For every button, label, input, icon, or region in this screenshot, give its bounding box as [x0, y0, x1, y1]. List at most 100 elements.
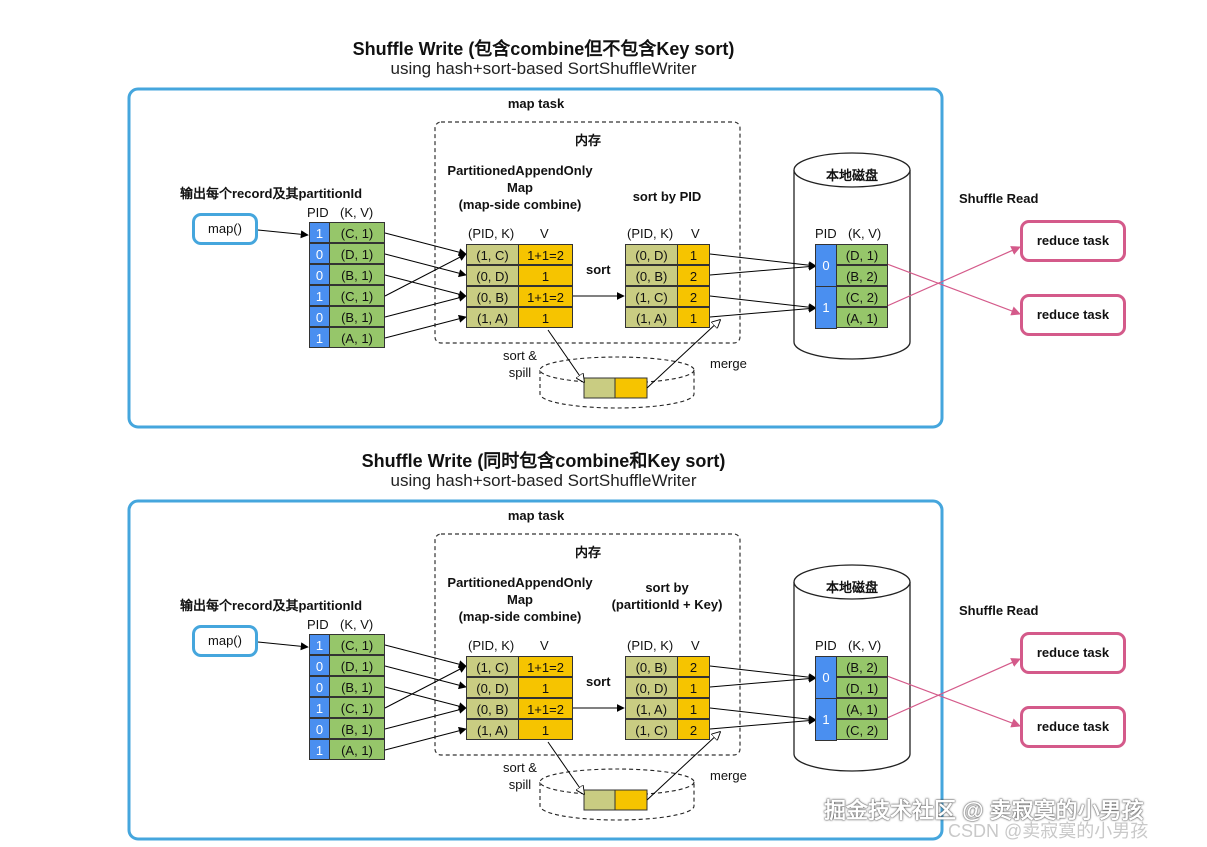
disk-partition-id: 0 — [815, 656, 837, 699]
map-struct-key: (1, A) — [466, 307, 519, 328]
panel-title: Shuffle Write (同时包含combine和Key sort) — [361, 451, 726, 471]
spill-label: spill — [508, 777, 532, 792]
map-task-label: map task — [507, 96, 565, 111]
map-struct-value: 1 — [518, 307, 573, 328]
map-struct-key: (0, B) — [466, 698, 519, 719]
map-struct-value: 1+1=2 — [518, 698, 573, 719]
input-record-pid: 0 — [309, 264, 330, 285]
arrow-partition1-to-reduce — [886, 658, 1021, 719]
sorted-header-value: V — [691, 226, 700, 241]
output-label: 输出每个record及其partitionId — [180, 186, 363, 201]
arrow-record-to-map — [384, 726, 467, 751]
map-struct-label: PartitionedAppendOnly — [447, 163, 593, 178]
memory-label: 内存 — [574, 133, 601, 148]
reduce-task-box[interactable]: reduce task — [1020, 220, 1126, 262]
input-record-pid: 1 — [309, 634, 330, 655]
map-task-container — [127, 499, 944, 841]
arrow-sorted-to-disk — [709, 295, 817, 312]
arrow-partition1-to-reduce — [886, 246, 1021, 307]
panel-subtitle: using hash+sort-based SortShuffleWriter — [390, 59, 697, 78]
panel-title: Shuffle Write (包含combine但不包含Key sort) — [352, 39, 735, 59]
input-record-pid: 1 — [309, 327, 330, 348]
disk-partition-id: 1 — [815, 286, 837, 329]
disk-record-kv: (A, 1) — [836, 307, 888, 328]
input-record-kv: (C, 1) — [329, 285, 385, 306]
map-struct-key: (0, B) — [466, 286, 519, 307]
arrow-merge — [646, 320, 720, 389]
disk-partition-id: 1 — [815, 698, 837, 741]
input-record-pid: 1 — [309, 739, 330, 760]
disk-record-kv: (A, 1) — [836, 698, 888, 719]
map-function-button[interactable]: map() — [192, 213, 258, 245]
map-struct-key: (0, D) — [466, 265, 519, 286]
map-struct-header-key: (PID, K) — [468, 638, 515, 653]
map-struct-label: (map-side combine) — [458, 197, 582, 212]
disk-header-kv: (K, V) — [848, 226, 882, 241]
spill-label: spill — [508, 365, 532, 380]
sorted-label: (partitionId + Key) — [611, 597, 723, 612]
arrow-record-to-map — [384, 232, 467, 257]
shuffle-read-label: Shuffle Read — [959, 603, 1039, 618]
map-task-container — [127, 87, 944, 429]
sort-label: sort — [586, 674, 611, 689]
arrow-partition0-to-reduce — [886, 675, 1021, 728]
sorted-value: 2 — [677, 286, 710, 307]
map-function-button[interactable]: map() — [192, 625, 258, 657]
map-struct-header-value: V — [540, 226, 549, 241]
disk-label: 本地磁盘 — [825, 580, 878, 595]
map-task-label: map task — [507, 508, 565, 523]
disk-record-kv: (D, 1) — [836, 677, 888, 698]
map-struct-label: Map — [507, 592, 533, 607]
panel-combine-and-key-sort: Shuffle Write (同时包含combine和Key sort)usin… — [0, 412, 1207, 832]
input-record-pid: 0 — [309, 676, 330, 697]
arrow-map-to-records — [257, 641, 309, 651]
disk-header-kv: (K, V) — [848, 638, 882, 653]
input-record-kv: (A, 1) — [329, 739, 385, 760]
map-struct-label: PartitionedAppendOnly — [447, 575, 593, 590]
disk-cylinder-top — [793, 152, 911, 188]
arrow-sorted-to-disk — [709, 304, 817, 318]
input-header-kv: (K, V) — [340, 205, 374, 220]
sorted-value: 1 — [677, 677, 710, 698]
arrow-sorted-to-disk — [709, 665, 817, 682]
map-struct-value: 1+1=2 — [518, 656, 573, 677]
arrow-sorted-to-disk — [709, 707, 817, 724]
map-struct-key: (0, D) — [466, 677, 519, 698]
sorted-header-value: V — [691, 638, 700, 653]
disk-record-kv: (C, 2) — [836, 286, 888, 307]
input-record-kv: (B, 1) — [329, 676, 385, 697]
disk-partition-id: 0 — [815, 244, 837, 287]
map-struct-value: 1 — [518, 677, 573, 698]
reduce-task-box[interactable]: reduce task — [1020, 706, 1126, 748]
merge-label: merge — [710, 356, 747, 371]
disk-label: 本地磁盘 — [825, 168, 878, 183]
reduce-task-box[interactable]: reduce task — [1020, 632, 1126, 674]
sorted-key: (0, B) — [625, 265, 678, 286]
sorted-key: (0, D) — [625, 677, 678, 698]
arrow-spill — [547, 329, 584, 382]
arrow-sorted-to-disk — [709, 253, 817, 270]
memory-region — [434, 533, 741, 756]
sorted-value: 2 — [677, 719, 710, 740]
disk-record-kv: (D, 1) — [836, 244, 888, 265]
sorted-value: 2 — [677, 656, 710, 677]
map-struct-value: 1 — [518, 719, 573, 740]
sorted-key: (1, A) — [625, 698, 678, 719]
arrow-record-to-map — [384, 686, 467, 711]
sorted-value: 1 — [677, 244, 710, 265]
shuffle-read-label: Shuffle Read — [959, 191, 1039, 206]
sorted-key: (1, C) — [625, 286, 678, 307]
input-record-pid: 0 — [309, 718, 330, 739]
output-label: 输出每个record及其partitionId — [180, 598, 363, 613]
arrow-map-to-records — [257, 229, 309, 239]
input-record-pid: 0 — [309, 306, 330, 327]
sorted-label: sort by PID — [632, 189, 702, 204]
reduce-task-box[interactable]: reduce task — [1020, 294, 1126, 336]
sorted-label: sort by — [645, 580, 689, 595]
input-record-kv: (D, 1) — [329, 243, 385, 264]
input-record-kv: (B, 1) — [329, 718, 385, 739]
arrow-sorted-to-disk — [709, 674, 817, 688]
spill-label: sort & — [503, 760, 537, 775]
input-record-kv: (C, 1) — [329, 697, 385, 718]
sorted-key: (1, C) — [625, 719, 678, 740]
